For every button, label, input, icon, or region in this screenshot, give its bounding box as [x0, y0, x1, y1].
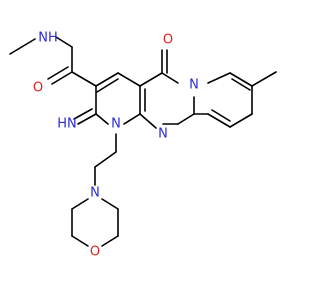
pyrimidine-nitrogen-label: N: [158, 127, 168, 142]
bond: [77, 113, 97, 125]
molecule-canvas: NH O O HN N N N N O: [9, 30, 277, 260]
atom-label-layer: NH O O HN N N N N O: [33, 31, 199, 260]
bond: [71, 198, 89, 210]
bond: [95, 72, 119, 87]
bond: [231, 78, 251, 91]
bond: [96, 78, 119, 93]
amide-nh-label: NH: [38, 31, 58, 46]
bond: [101, 198, 119, 210]
ring-oxygen-label: O: [163, 33, 173, 48]
bond: [55, 36, 73, 48]
ring-n1-label: N: [111, 117, 121, 132]
bond: [101, 235, 119, 247]
bond: [139, 72, 163, 87]
bond: [207, 113, 231, 128]
morpholine-nitrogen-label: N: [90, 186, 100, 201]
bond: [94, 151, 117, 168]
bond: [229, 113, 253, 128]
bond: [73, 108, 93, 120]
bond: [161, 72, 179, 84]
bond: [117, 72, 141, 87]
bond: [51, 71, 73, 85]
bond: [139, 113, 157, 129]
bond: [71, 235, 89, 247]
amide-oxygen-label: O: [33, 81, 43, 96]
molecule-structure: NH O O HN N N N N O: [9, 31, 277, 260]
bond: [229, 72, 253, 87]
bond: [251, 71, 277, 87]
morpholine-oxygen-label: O: [90, 245, 100, 260]
bond: [95, 113, 109, 125]
bond: [9, 38, 36, 55]
bond: [123, 113, 141, 125]
bond: [177, 113, 195, 125]
bond: [47, 66, 69, 80]
bridge-nitrogen-label: N: [189, 78, 199, 93]
imine-nh-label: HN: [57, 117, 77, 132]
bond: [71, 71, 97, 87]
bond-layer: [9, 36, 277, 247]
bond: [211, 109, 231, 122]
bond: [207, 72, 231, 84]
